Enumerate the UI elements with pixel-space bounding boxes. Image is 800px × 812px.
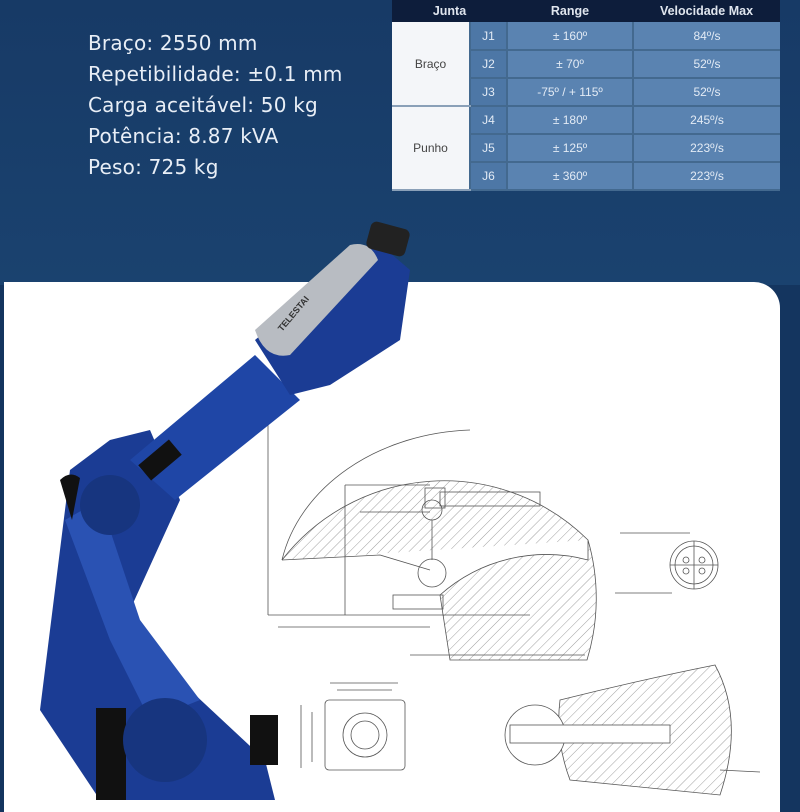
range-cell: -75º / + 115º [506,78,633,107]
range-cell: ± 70º [506,50,633,79]
speed-cell: 245º/s [632,106,780,135]
spec-arm-reach: Braço: 2550 mm [88,31,258,55]
base-footprint-drawing [300,682,406,771]
table-row: J2 ± 70º 52º/s [392,50,780,79]
speed-cell: 52º/s [632,78,780,107]
flange-drawing [615,532,719,594]
table-row: J5 ± 125º 223º/s [392,134,780,163]
col-junta: Junta [392,0,507,22]
table-row: Braço J1 ± 160º 84º/s [392,22,780,107]
joint-cell: J4 [469,106,507,135]
joint-spec-table: Junta Range Velocidade Max Braço J1 ± 16… [392,0,780,191]
range-cell: ± 125º [506,134,633,163]
top-view-workspace-drawing [504,664,761,796]
joint-cell: J2 [469,50,507,79]
spec-power: Potência: 8.87 kVA [88,124,279,148]
robot-arm [40,221,410,800]
speed-cell: 223º/s [632,134,780,163]
group-punho: Punho [392,106,470,191]
side-view-workspace-drawing [267,415,597,661]
joint-cell: J6 [469,162,507,191]
spec-repeatability: Repetibilidade: ±0.1 mm [88,62,343,86]
col-range: Range [507,0,633,22]
speed-cell: 52º/s [632,50,780,79]
spec-payload: Carga aceitável: 50 kg [88,93,318,117]
spec-weight: Peso: 725 kg [88,155,219,179]
joint-cell: J1 [469,22,507,51]
speed-cell: 84º/s [632,22,780,51]
table-header-row: Junta Range Velocidade Max [392,0,780,22]
table-row: Punho J4 ± 180º 245º/s [392,106,780,191]
col-velocidade: Velocidade Max [633,0,780,22]
speed-cell: 223º/s [632,162,780,191]
range-cell: ± 160º [506,22,633,51]
joint-cell: J5 [469,134,507,163]
group-braco: Braço [392,22,470,107]
range-cell: ± 360º [506,162,633,191]
joint-cell: J3 [469,78,507,107]
range-cell: ± 180º [506,106,633,135]
spec-list: Braço: 2550 mm Repetibilidade: ±0.1 mm C… [88,28,343,183]
table-row: J6 ± 360º 223º/s [392,162,780,191]
table-row: J3 -75º / + 115º 52º/s [392,78,780,107]
